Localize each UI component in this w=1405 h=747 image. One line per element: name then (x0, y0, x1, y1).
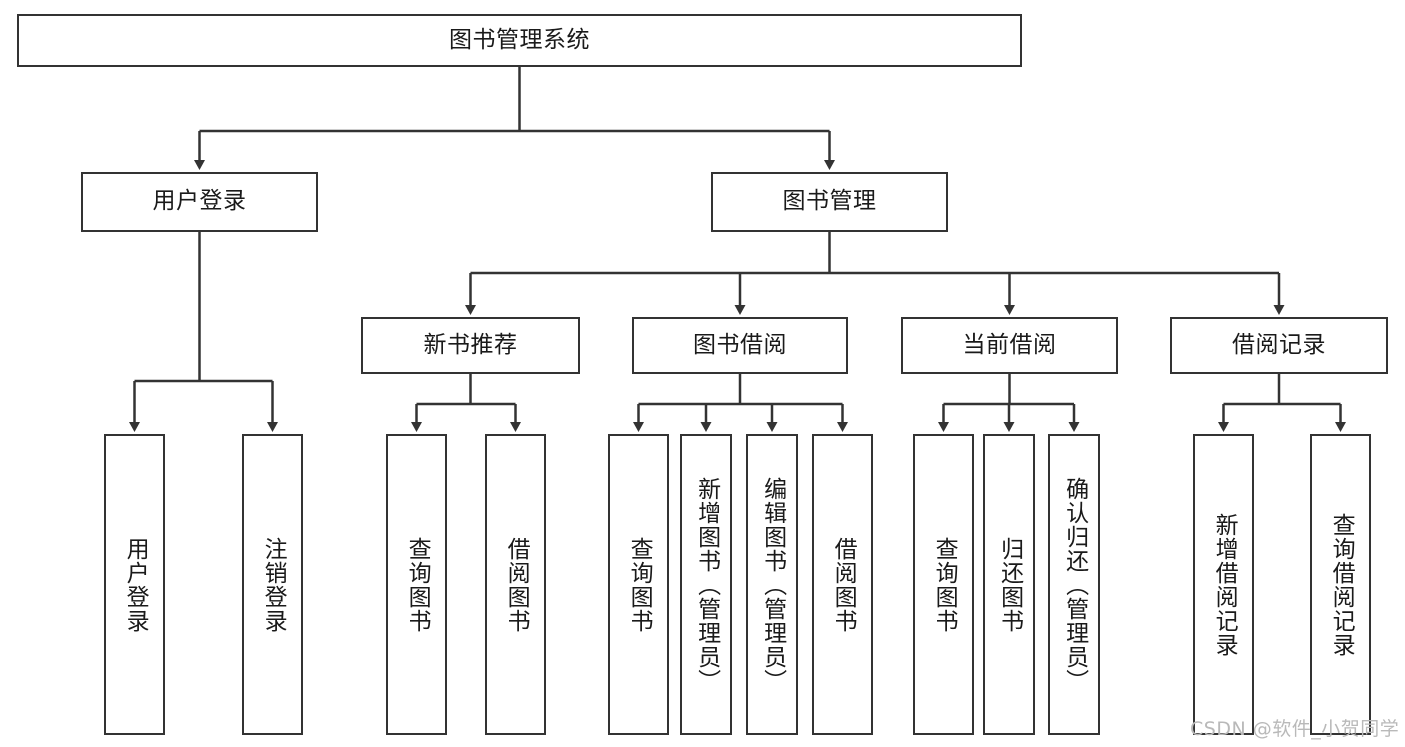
node-leaf-new-2[interactable]: 借阅图书 (485, 434, 546, 735)
watermark-label: CSDN @软件_小贺同学 (1190, 718, 1400, 740)
node-leaf-login-1[interactable]: 用户登录 (104, 434, 165, 735)
node-leaf-rec-1[interactable]: 新增借阅记录 (1193, 434, 1254, 735)
node-records[interactable]: 借阅记录 (1170, 317, 1388, 374)
node-leaf-cur-2[interactable]: 归还图书 (983, 434, 1035, 735)
node-leaf-bor-2[interactable]: 新增图书（管理员） (680, 434, 732, 735)
node-leaf-cur-1[interactable]: 查询图书 (913, 434, 974, 735)
node-bookmgmt[interactable]: 图书管理 (711, 172, 948, 232)
node-leaf-bor-1[interactable]: 查询图书 (608, 434, 669, 735)
node-leaf-rec-2[interactable]: 查询借阅记录 (1310, 434, 1371, 735)
node-leaf-login-2[interactable]: 注销登录 (242, 434, 303, 735)
node-login[interactable]: 用户登录 (81, 172, 318, 232)
node-leaf-new-1[interactable]: 查询图书 (386, 434, 447, 735)
node-root[interactable]: 图书管理系统 (17, 14, 1022, 67)
node-newbook[interactable]: 新书推荐 (361, 317, 580, 374)
node-leaf-cur-3[interactable]: 确认归还（管理员） (1048, 434, 1100, 735)
node-leaf-bor-4[interactable]: 借阅图书 (812, 434, 873, 735)
node-leaf-bor-3[interactable]: 编辑图书（管理员） (746, 434, 798, 735)
node-current[interactable]: 当前借阅 (901, 317, 1118, 374)
node-borrow[interactable]: 图书借阅 (632, 317, 848, 374)
